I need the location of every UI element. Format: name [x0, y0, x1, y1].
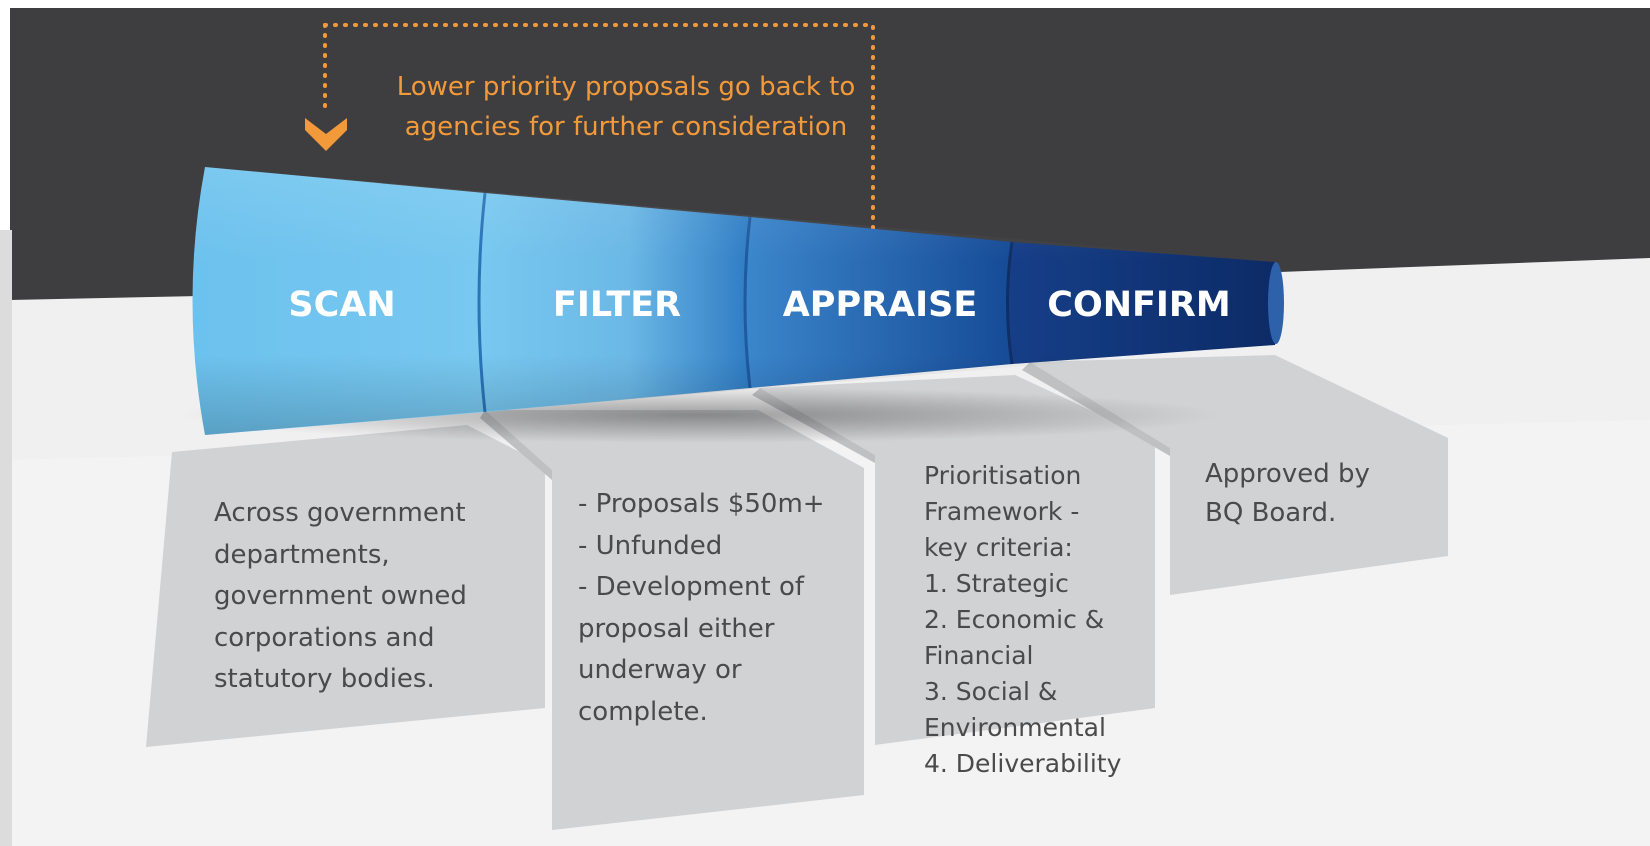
feedback-loop: Lower priority proposals go back to agen…: [305, 23, 875, 232]
card-confirm-text: Approved by BQ Board.: [1205, 459, 1370, 528]
feedback-note-line-2: agencies for further consideration: [405, 112, 848, 142]
feedback-dotted-line: [323, 23, 875, 232]
stage-label-confirm: CONFIRM: [1047, 285, 1230, 325]
funnel-highlight: [192, 167, 1281, 435]
card-filter-text: - Proposals $50m+ - Unfunded - Developme…: [578, 489, 825, 727]
stage-label-scan: SCAN: [288, 285, 395, 325]
card-scan: [146, 425, 545, 747]
card-appraise-panel: [760, 375, 1155, 745]
stage-label-appraise: APPRAISE: [783, 285, 978, 325]
card-appraise-text: Prioritisation Framework - key criteria:…: [924, 461, 1122, 778]
card-scan-text: Across government departments, governmen…: [214, 498, 467, 694]
card-filter-panel: [485, 410, 864, 830]
left-edge-strip: [0, 230, 12, 846]
stage-label-filter: FILTER: [553, 285, 681, 325]
chevron-down-icon: [305, 118, 347, 151]
feedback-note-line-1: Lower priority proposals go back to: [397, 72, 856, 102]
funnel: [192, 167, 1284, 435]
card-scan-panel: [146, 425, 545, 747]
